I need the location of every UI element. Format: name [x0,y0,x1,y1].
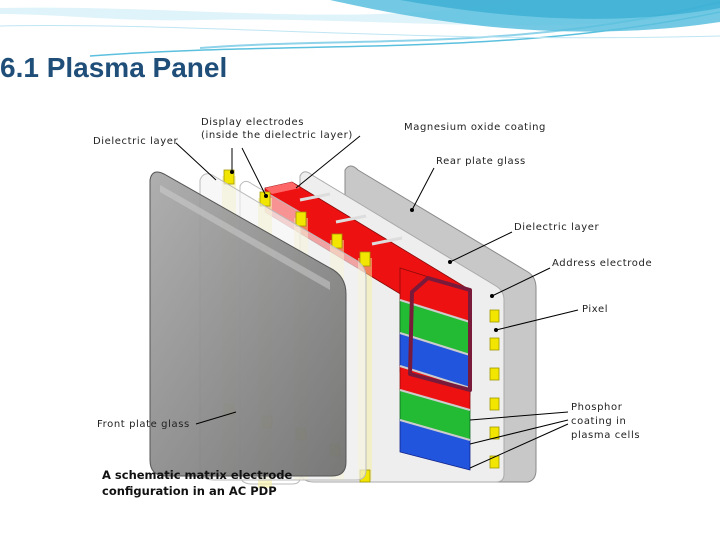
diagram-caption: A schematic matrix electrode configurati… [102,467,292,499]
label-display-electrodes: Display electrodes [201,117,305,128]
label-phosphor-2: coating in [571,416,627,427]
header-wave-decoration [0,0,720,57]
leader-lines [175,135,579,469]
address-electrode [489,309,500,469]
label-dielectric-layer-front: Dielectric layer [93,136,179,147]
label-pixel: Pixel [582,304,609,315]
label-phosphor-3: plasma cells [571,430,641,441]
front-plate-glass [149,171,347,477]
label-phosphor-1: Phosphor [571,402,623,413]
label-display-electrodes-note: (inside the dielectric layer) [201,130,353,141]
label-address-electrode: Address electrode [552,258,653,269]
pixel-outline [408,276,472,392]
label-dielectric-layer-rear: Dielectric layer [514,222,600,233]
slide-title: 6.1 Plasma Panel [0,52,228,83]
caption-line-2: configuration in an AC PDP [102,484,277,498]
label-front-plate-glass: Front plate glass [97,419,190,430]
caption-line-1: A schematic matrix electrode [102,468,293,482]
label-magnesium-oxide: Magnesium oxide coating [404,122,546,133]
label-rear-plate-glass: Rear plate glass [436,156,526,167]
